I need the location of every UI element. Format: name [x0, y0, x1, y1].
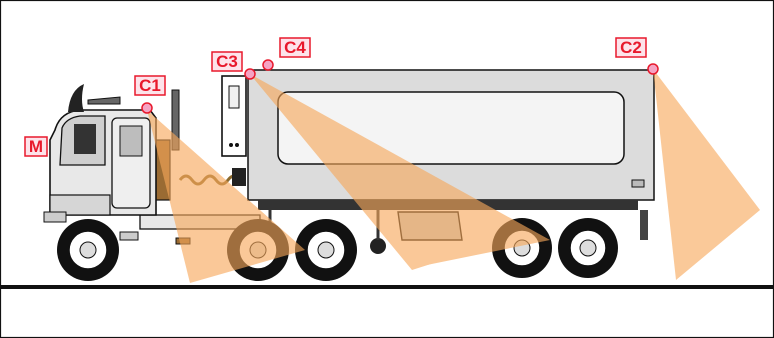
label-m-text: M [29, 137, 43, 156]
label-c3-text: C3 [216, 52, 238, 71]
label-c1: C1 [135, 76, 165, 95]
label-c2-text: C2 [620, 38, 642, 57]
trailer-wheel-hub [580, 240, 596, 256]
trailer-front-box-knob [229, 143, 233, 147]
drive-wheel-hub [318, 242, 334, 258]
label-m: M [25, 137, 47, 156]
camera-dot-c2 [648, 64, 658, 74]
front-wheel-hub [80, 242, 96, 258]
door-window [120, 126, 142, 156]
landing-gear-foot [370, 238, 386, 254]
trailer-front-box-knob [235, 143, 239, 147]
label-c2: C2 [616, 38, 646, 57]
label-c4-text: C4 [284, 38, 306, 57]
window-dark [74, 124, 96, 154]
mud-flap [640, 210, 648, 240]
tail-light [632, 180, 644, 187]
camera-dot-c3 [245, 69, 255, 79]
label-c4: C4 [280, 38, 310, 57]
cab-step [120, 232, 138, 240]
camera-dot-c1 [142, 103, 152, 113]
camera-dot-c4 [263, 60, 273, 70]
label-c3: C3 [212, 52, 242, 71]
hose-connector [232, 168, 246, 186]
label-c1-text: C1 [139, 76, 161, 95]
front-bumper [44, 212, 66, 222]
trailer-front-box-panel [229, 86, 239, 108]
